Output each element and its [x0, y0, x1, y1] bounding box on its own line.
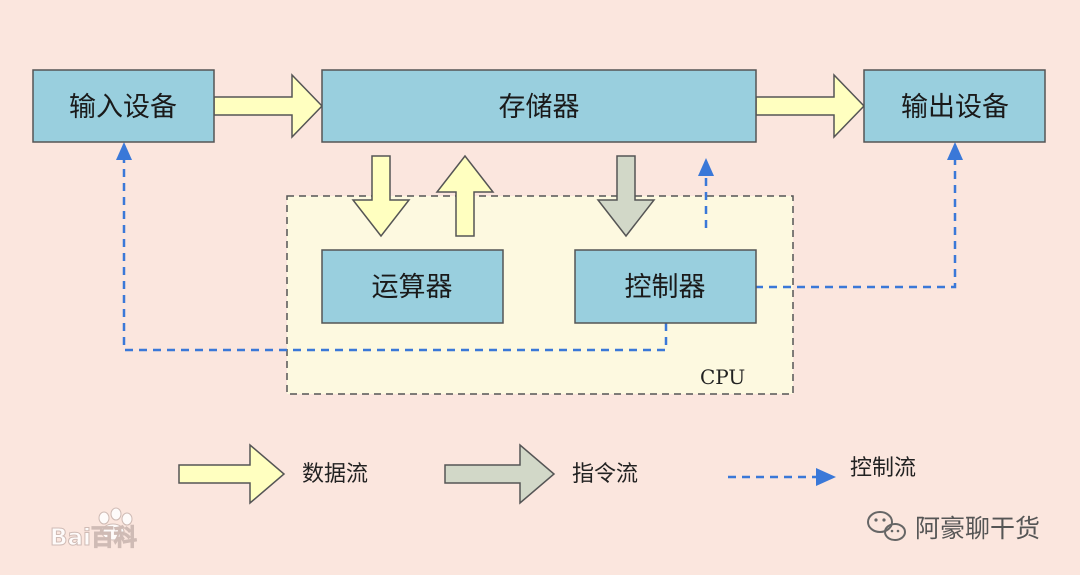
legend-instruction-flow-label: 指令流: [572, 462, 638, 487]
memory-box: [321, 69, 757, 143]
alu-box: [321, 249, 504, 324]
legend-instruction-arrow: [444, 443, 556, 505]
legend-control-flow-label: 控制流: [850, 456, 916, 481]
instruction-flow-arrows: [444, 155, 656, 505]
baidu-paw-icon: [98, 507, 133, 541]
input-device-label: 输入设备: [69, 92, 177, 123]
control-arrowhead-output: [947, 142, 963, 160]
output-device-box: [863, 69, 1046, 143]
legend-control-arrowhead: [816, 468, 836, 486]
data-flow-arrows: [178, 73, 866, 505]
input-device-box: [32, 69, 215, 143]
output-device-label: 输出设备: [901, 92, 1009, 123]
cpu-label: CPU: [700, 365, 745, 389]
legend-data-flow-label: 数据流: [302, 462, 368, 487]
control-flow-arrowheads: [116, 142, 963, 486]
control-arrowhead-memory: [698, 158, 714, 176]
legend-data-arrow: [178, 443, 286, 505]
control-arrowhead-input: [116, 142, 132, 160]
controller-box: [574, 249, 757, 324]
control-flow-lines: [122, 158, 957, 479]
baidu-watermark-text: Bai百科: [50, 525, 137, 551]
memory-label: 存储器: [499, 92, 580, 123]
wechat-icon: [867, 511, 906, 541]
baidu-watermark: Bai百科: [50, 507, 137, 552]
control-line-to-input: [122, 158, 668, 352]
arrow-alu-to-memory: [435, 154, 495, 237]
boxes: [32, 69, 1046, 324]
arrow-memory-to-output: [755, 73, 866, 139]
controller-label: 控制器: [625, 272, 706, 303]
wechat-watermark-text: 阿豪聊干货: [915, 514, 1040, 543]
control-line-to-output: [755, 158, 957, 289]
alu-label: 运算器: [372, 272, 453, 303]
arrow-memory-to-alu: [351, 155, 411, 238]
arrow-input-to-memory: [213, 73, 324, 139]
arrow-memory-to-controller: [596, 155, 656, 238]
wechat-watermark: 阿豪聊干货: [867, 511, 1040, 543]
